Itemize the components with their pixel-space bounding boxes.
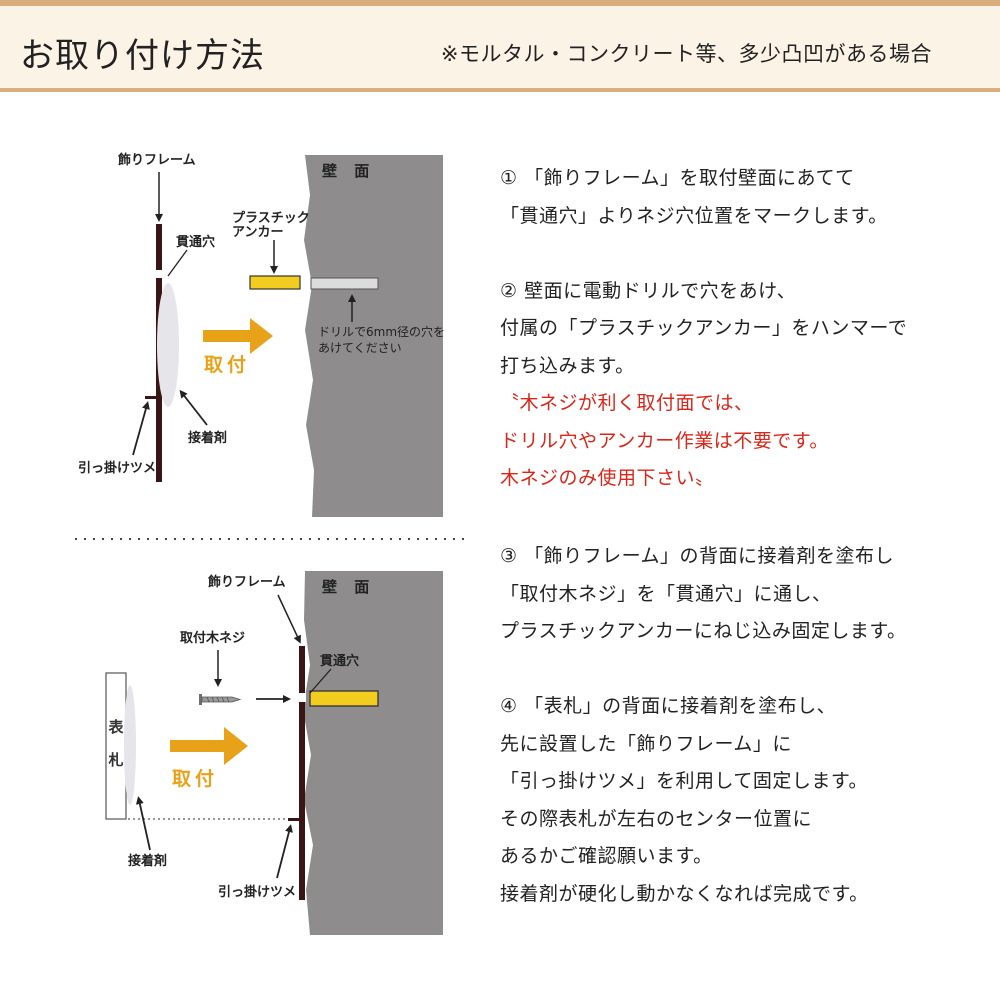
decorative-frame-2 (299, 646, 305, 900)
through-hole-1 (155, 270, 163, 278)
anchor-label-1a: プラスチック (232, 211, 310, 226)
step-line: 付属の「プラスチックアンカー」をハンマーで (500, 317, 908, 339)
wall-label-2: 壁 面 (322, 578, 376, 596)
header-note: ※モルタル・コンクリート等、多少凸凹がある場合 (440, 42, 932, 66)
adhesive-1 (157, 283, 179, 407)
hole-label-1: 貫通穴 (176, 235, 216, 250)
diagram2 (105, 571, 443, 935)
step-line (500, 651, 906, 689)
mount-arrow-1 (203, 318, 273, 354)
hook-claw-1 (145, 396, 158, 399)
adhesive-label-2: 接着剤 (128, 854, 168, 869)
instructions-top: ① 「飾りフレーム」を取付壁面にあてて 「貫通穴」よりネジ穴位置をマークします。… (500, 160, 907, 498)
step-line: あるかご確認願います。 (500, 845, 713, 867)
screw-label: 取付木ネジ (180, 631, 246, 646)
frame-label-1: 飾りフレーム (118, 153, 196, 168)
mount-label-1: 取付 (204, 354, 251, 376)
nameplate-char-2: 札 (108, 751, 124, 769)
drill-note-2: あけてください (318, 341, 402, 355)
step-line: 打ち込みます。 (500, 354, 635, 377)
adhesive-label-1: 接着剤 (188, 431, 228, 446)
hook-label-2: 引っ掛けツメ (218, 885, 297, 900)
anchor-label-1b: アンカー (232, 225, 284, 240)
plastic-anchor-2 (309, 690, 379, 707)
wall-1 (304, 155, 443, 517)
step-line: ④ 「表札」の背面に接着剤を塗布し、 (500, 695, 837, 717)
mount-label-2: 取付 (172, 768, 219, 790)
drill-note-1: ドリルで6mm径の穴を (318, 325, 446, 339)
step-line: 「貫通穴」よりネジ穴位置をマークします。 (500, 204, 888, 227)
through-hole-2 (298, 693, 306, 702)
hole-label-2: 貫通穴 (320, 654, 360, 669)
frame-label-2: 飾りフレーム (208, 575, 286, 590)
wall-label-1: 壁 面 (322, 162, 376, 180)
step-line: ③ 「飾りフレーム」の背面に接着剤を塗布し (500, 545, 895, 567)
step-line: 「引っ掛けツメ」を利用して固定します。 (500, 770, 869, 792)
step-line: プラスチックアンカーにねじ込み固定します。 (500, 620, 907, 642)
wall-2 (303, 571, 443, 935)
step-line (500, 235, 907, 273)
nameplate-char-1: 表 (108, 718, 124, 736)
diagram1 (132, 155, 443, 517)
step-line: 先に設置した「飾りフレーム」に (500, 732, 792, 755)
warning-line: 木ネジのみ使用下さい〟 (500, 467, 715, 489)
step-line: 「取付木ネジ」を「貫通穴」に通し、 (500, 582, 832, 605)
step-line: 接着剤が硬化し動かなくなれば完成です。 (500, 882, 869, 905)
step-line: ② 壁面に電動ドリルで穴をあけ、 (500, 279, 797, 302)
drill-hole-1 (310, 277, 379, 290)
mount-arrow-2 (170, 727, 248, 765)
hook-label-1: 引っ掛けツメ (78, 461, 157, 476)
step-line: ① 「飾りフレーム」を取付壁面にあてて (500, 167, 855, 189)
hook-claw-2 (288, 818, 301, 821)
plastic-anchor-1 (249, 275, 301, 290)
adhesive-2 (124, 685, 136, 805)
instructions-bottom: ③ 「飾りフレーム」の背面に接着剤を塗布し 「取付木ネジ」を「貫通穴」に通し、 … (500, 538, 906, 913)
header-banner: お取り付け方法 ※モルタル・コンクリート等、多少凸凹がある場合 (0, 0, 1000, 92)
wood-screw (199, 694, 242, 705)
warning-line: ドリル穴やアンカー作業は不要です。 (500, 429, 829, 452)
step-line: その際表札が左右のセンター位置に (500, 807, 813, 830)
page-title: お取り付け方法 (20, 36, 265, 76)
warning-line: 〝木ネジが利く取付面では、 (500, 392, 754, 414)
